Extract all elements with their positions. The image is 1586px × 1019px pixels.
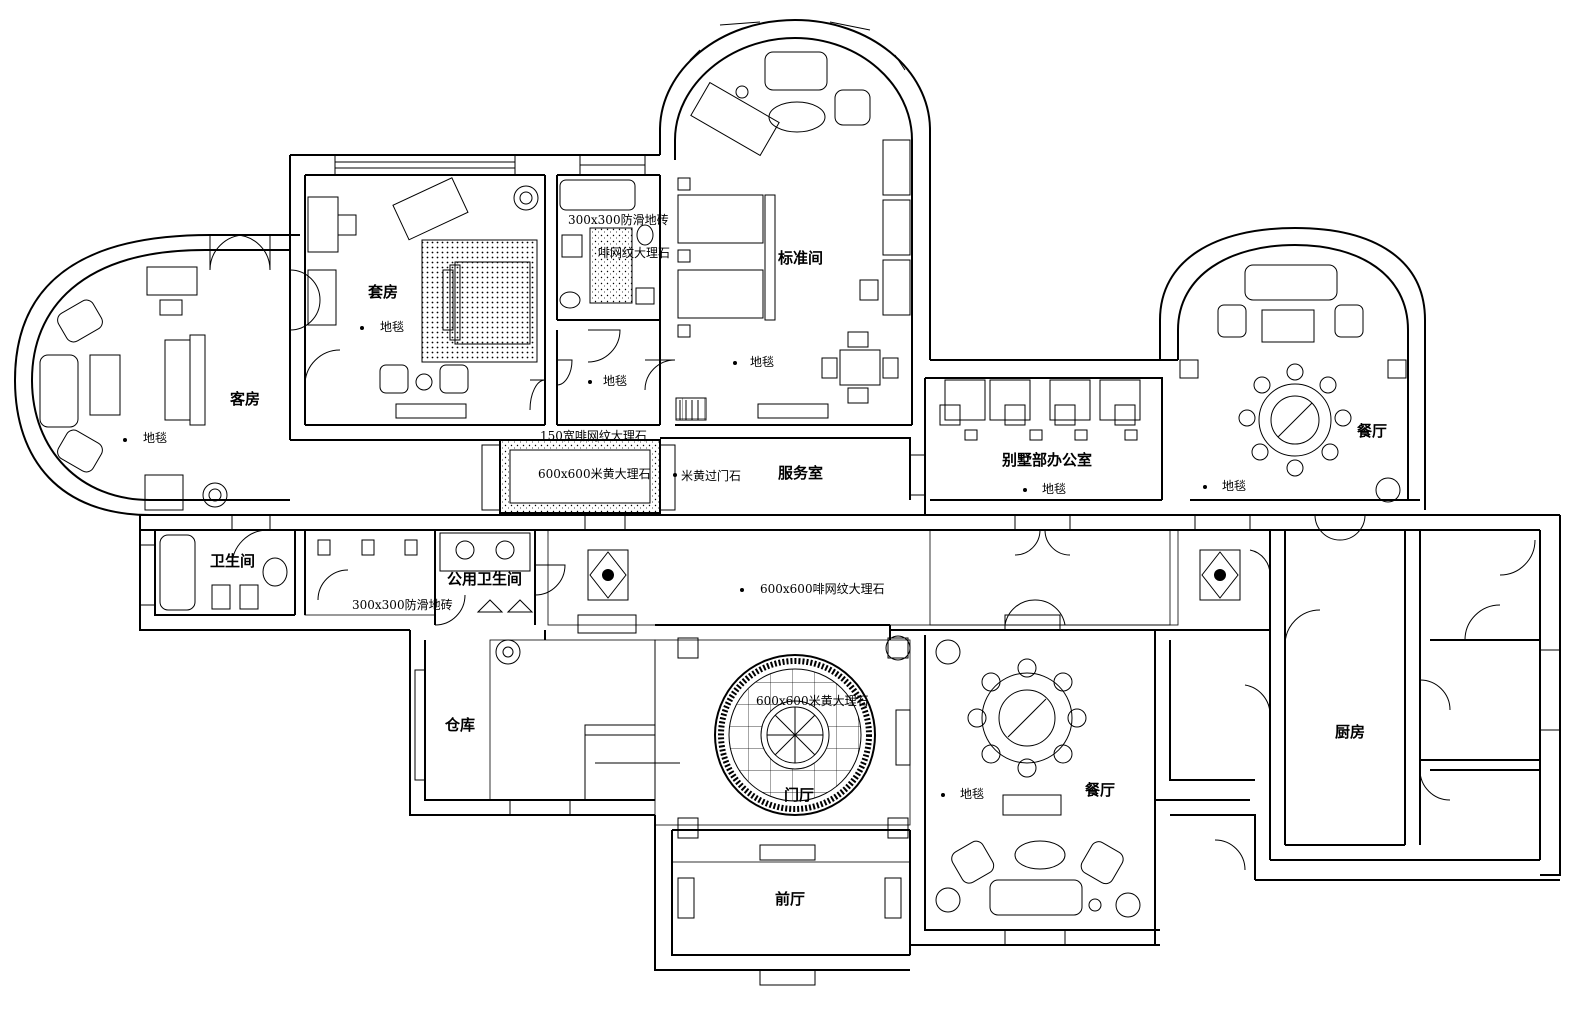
label-bathroom: 卫生间 [210, 552, 255, 570]
note-border-150: 150宽啡网纹大理石 [540, 428, 647, 443]
label-public-bathroom: 公用卫生间 [447, 570, 522, 588]
label-standard-room: 标准间 [777, 249, 823, 267]
label-entrance-hall: 门厅 [784, 786, 814, 804]
note-carpet-dining-right: 地毯 [1222, 479, 1246, 493]
leader-dots [123, 326, 1207, 797]
note-carpet-hall: 地毯 [603, 374, 627, 388]
floor-medallions [587, 549, 1241, 601]
note-coffee-marble-top: 啡网纹大理石 [598, 246, 670, 260]
entrance-rotunda [714, 654, 876, 816]
note-carpet-dining-center: 地毯 [960, 787, 984, 801]
note-beige-threshold: 米黄过门石 [681, 468, 741, 483]
suite-furniture [307, 177, 539, 394]
label-villa-office: 别墅部办公室 [1001, 451, 1092, 469]
room-labels: 客房 套房 标准间 卫生间 公用卫生间 仓库 服务室 别墅部办公室 餐厅 餐厅 … [210, 249, 1387, 908]
guest-room-furniture [39, 266, 228, 511]
center-dining-furniture [935, 658, 1141, 918]
label-guest-room: 客房 [229, 390, 260, 408]
bottom-bath-fixtures [159, 532, 534, 613]
right-dining-furniture [1179, 264, 1407, 503]
office-furniture [939, 379, 1141, 441]
note-beige-hall: 600x600米黄大理石 [756, 694, 869, 708]
hall-extras [495, 614, 961, 919]
note-carpet-guest: 地毯 [143, 431, 167, 445]
windows [139, 21, 1561, 946]
label-dining-center: 餐厅 [1085, 781, 1115, 799]
label-kitchen: 厨房 [1335, 723, 1365, 741]
standard-room-furniture [677, 51, 911, 404]
label-service-room: 服务室 [778, 464, 823, 482]
label-dining-right: 餐厅 [1357, 422, 1387, 440]
note-antislip-public: 300x300防滑地砖 [352, 597, 453, 612]
label-suite: 套房 [367, 283, 398, 301]
doors [209, 234, 1536, 871]
label-front-hall: 前厅 [775, 890, 805, 908]
label-storage: 仓库 [444, 716, 475, 734]
thresholds [231, 444, 1251, 986]
top-bath-fixtures [559, 179, 655, 309]
material-notes: 地毯 地毯 地毯 地毯 地毯 地毯 地毯 300x300防滑地砖 啡网纹大理石 … [143, 212, 1246, 801]
note-carpet-suite: 地毯 [380, 320, 404, 334]
note-carpet-office: 地毯 [1042, 482, 1066, 496]
note-beige-corridor: 600x600米黄大理石 [538, 467, 651, 481]
note-coffee-main: 600x600啡网纹大理石 [760, 582, 885, 596]
note-carpet-standard: 地毯 [750, 355, 774, 369]
outer-walls [13, 18, 1561, 971]
note-antislip-top: 300x300防滑地砖 [568, 212, 669, 227]
marble-corridor [499, 439, 661, 514]
stairs [584, 397, 707, 801]
